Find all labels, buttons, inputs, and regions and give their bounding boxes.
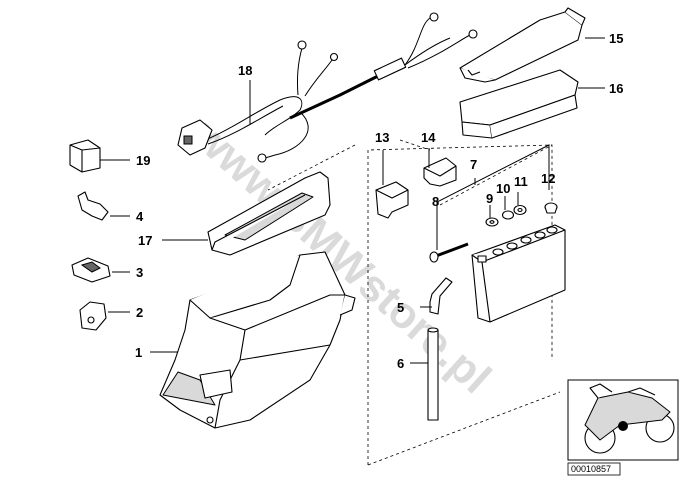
location-marker <box>618 421 628 431</box>
callout-16: 16 <box>609 81 623 96</box>
terminal-bolt <box>429 242 469 263</box>
callout-18: 18 <box>238 63 252 78</box>
callout-8: 8 <box>432 194 439 209</box>
callout-11: 11 <box>514 174 528 189</box>
callout-3: 3 <box>136 265 143 280</box>
holder-clip <box>77 191 109 221</box>
battery <box>471 224 566 323</box>
wiring-harness <box>177 12 478 163</box>
terminal-cover-left <box>375 181 409 219</box>
callout-13: 13 <box>375 130 389 145</box>
vent-cap <box>544 202 558 214</box>
small-bracket <box>79 301 107 331</box>
diagram-number: 00010857 <box>571 464 611 474</box>
battery-cover <box>207 171 331 256</box>
vent-hose <box>427 327 439 421</box>
terminal-cover-right <box>423 157 457 187</box>
nut-11 <box>513 204 527 216</box>
leader-lines <box>100 37 605 364</box>
callout-1: 1 <box>135 345 142 360</box>
relay <box>69 139 101 173</box>
callout-2: 2 <box>136 305 143 320</box>
callout-7: 7 <box>470 157 477 172</box>
rubber-mount <box>71 257 111 283</box>
callout-15: 15 <box>609 31 623 46</box>
washer-9 <box>485 217 499 227</box>
callout-14: 14 <box>421 130 436 145</box>
callout-19: 19 <box>136 153 150 168</box>
callout-10: 10 <box>496 181 510 196</box>
callout-4: 4 <box>136 209 144 224</box>
foam-pad <box>459 69 579 139</box>
battery-box <box>159 251 356 429</box>
vent-elbow <box>429 277 453 315</box>
callout-labels: 1 2 3 4 5 6 7 8 9 10 11 12 13 14 15 16 1… <box>135 31 623 371</box>
motorcycle-thumbnail: 00010857 <box>567 379 679 476</box>
callout-6: 6 <box>397 356 404 371</box>
callout-9: 9 <box>486 191 493 206</box>
callout-5: 5 <box>397 300 404 315</box>
callout-12: 12 <box>541 171 555 186</box>
callout-17: 17 <box>138 233 152 248</box>
holder-bracket <box>459 7 586 83</box>
nut-10 <box>501 210 515 220</box>
